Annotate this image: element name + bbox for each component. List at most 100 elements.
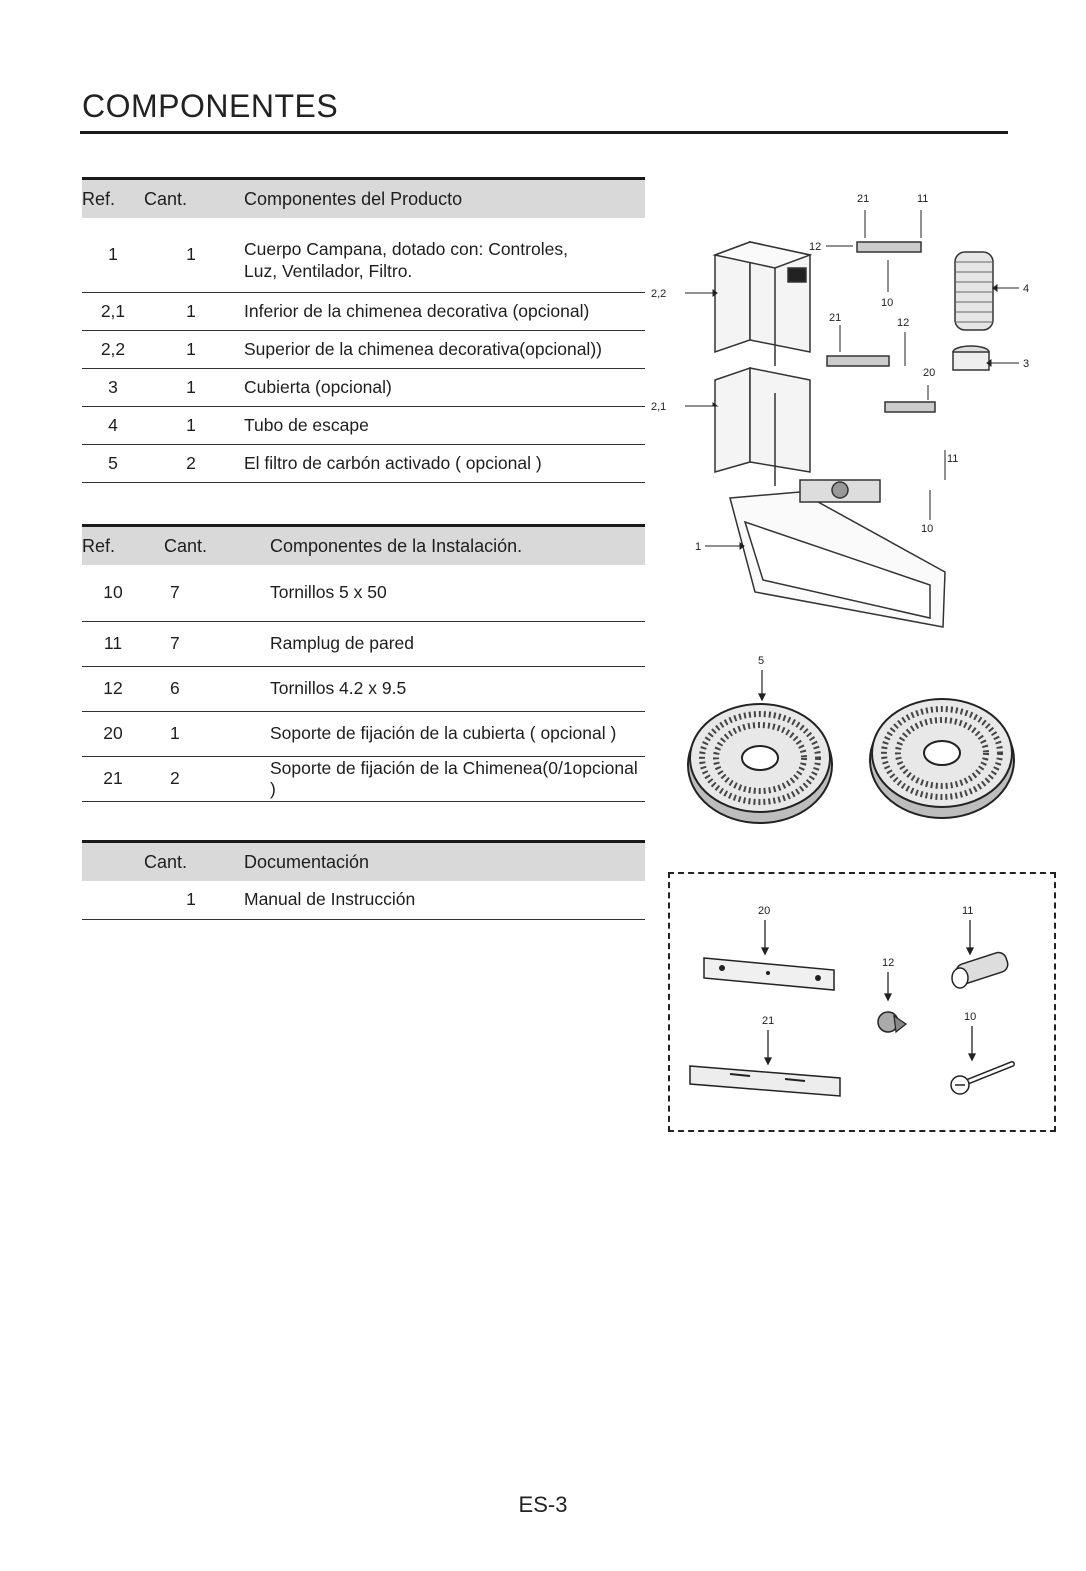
table-header: Cant. Documentación [82, 841, 645, 881]
cell-qty: 1 [170, 723, 180, 743]
table-row: 10 7 Tornillos 5 x 50 [82, 565, 645, 621]
table-row: 20 1 Soporte de fijación de la cubierta … [82, 711, 645, 756]
exploded-diagram: 21 11 12 10 4 21 12 20 3 2,2 2,1 11 10 1 [645, 180, 1065, 650]
product-components-table: Ref. Cant. Componentes del Producto 1 1 … [82, 177, 645, 483]
label-3: 3 [1023, 358, 1029, 370]
cell-desc: Ramplug de pared [270, 633, 414, 653]
cell-desc: Tornillos 5 x 50 [270, 582, 387, 603]
cell-qty: 7 [170, 633, 180, 653]
carbon-filter-right-icon [869, 698, 1015, 819]
motor-fan-icon [831, 481, 849, 499]
cell-desc: Cuerpo Campana, dotado con: Controles, L… [238, 218, 645, 292]
installation-kit-svg: 20 11 12 21 10 [689, 905, 1015, 1097]
header-qty: Cant. [144, 178, 238, 218]
title-rule [80, 131, 1008, 134]
label-5: 5 [758, 655, 764, 667]
hood-glass-panel [743, 520, 931, 619]
cell-desc-line2: Luz, Ventilador, Filtro. [244, 260, 413, 281]
kit-bracket-20-icon [703, 957, 835, 991]
cell-desc: Soporte de fijación de la Chimenea(0/1op… [270, 757, 638, 799]
bracket-21-top-icon [856, 241, 922, 253]
cell-ref: 3 [108, 376, 118, 397]
upper-chimney-vent-icon [787, 267, 807, 283]
table-row: 4 1 Tubo de escape [82, 406, 645, 444]
exploded-diagram-svg: 21 11 12 10 4 21 12 20 3 2,2 2,1 11 10 1 [651, 193, 1029, 628]
label-20: 20 [923, 367, 935, 379]
upper-chimney-top [712, 241, 813, 269]
table-row: 3 1 Cubierta (opcional) [82, 368, 645, 406]
cell-qty: 1 [186, 300, 196, 321]
lower-chimney-right-face [749, 367, 811, 473]
label-11b: 11 [947, 453, 958, 465]
cell-ref [82, 881, 144, 919]
table-row: 1 1 Cuerpo Campana, dotado con: Controle… [82, 218, 645, 292]
label-2-2: 2,2 [651, 288, 666, 300]
table-row: 12 6 Tornillos 4.2 x 9.5 [82, 666, 645, 711]
kit-wall-plug-11-icon [951, 951, 1009, 989]
cell-ref: 2,2 [100, 338, 126, 359]
cell-desc-line1: Cuerpo Campana, dotado con: Controles, [244, 238, 568, 259]
cell-ref: 2,1 [100, 300, 126, 321]
label-2-1: 2,1 [651, 401, 666, 413]
header-qty: Cant. [144, 525, 264, 565]
label-10a: 10 [881, 297, 893, 309]
header-desc: Componentes de la Instalación. [264, 525, 645, 565]
cell-desc: Superior de la chimenea decorativa(opcio… [244, 338, 602, 359]
cell-desc: Cubierta (opcional) [244, 376, 392, 397]
header-ref: Ref. [82, 178, 144, 218]
cell-ref: 1 [108, 244, 118, 265]
exhaust-duct-icon [954, 251, 994, 331]
kit-label-10: 10 [964, 1011, 976, 1023]
cell-ref: 5 [108, 452, 118, 473]
cell-desc: Soporte de fijación de la cubierta ( opc… [270, 723, 617, 743]
carbon-filters: 5 [680, 650, 1030, 840]
bracket-21-mid-icon [826, 355, 890, 367]
kit-screw-12-icon [877, 1011, 908, 1034]
table-row: 11 7 Ramplug de pared [82, 621, 645, 666]
table-row: 5 2 El filtro de carbón activado ( opcio… [82, 444, 645, 482]
table-row: 21 2 Soporte de fijación de la Chimenea(… [82, 756, 645, 801]
header-desc: Documentación [238, 841, 645, 881]
installation-kit-box: 20 11 12 21 10 [668, 872, 1056, 1132]
header-ref: Ref. [82, 525, 144, 565]
label-12b: 12 [897, 317, 909, 329]
cell-desc: Tubo de escape [244, 414, 369, 435]
cell-ref: 4 [108, 414, 118, 435]
cell-qty: 1 [186, 244, 196, 265]
cell-desc: Manual de Instrucción [244, 889, 416, 910]
kit-bracket-21-icon [689, 1065, 841, 1097]
cell-qty: 6 [170, 678, 180, 698]
cell-ref: 20 [103, 723, 123, 743]
label-21b: 21 [829, 312, 841, 324]
kit-label-12: 12 [882, 957, 894, 969]
header-ref [82, 841, 144, 881]
carbon-filters-svg: 5 [687, 655, 1015, 824]
kit-screw-10-icon [950, 1061, 1015, 1095]
cell-desc: Tornillos 4.2 x 9.5 [270, 678, 407, 698]
cell-ref: 10 [103, 582, 123, 603]
page-number: ES-3 [518, 1492, 568, 1517]
cell-qty: 1 [186, 338, 196, 359]
table-row: 1 Manual de Instrucción [82, 881, 645, 919]
cell-ref: 21 [103, 768, 123, 788]
label-1: 1 [695, 541, 701, 553]
page-title: COMPONENTES [82, 88, 339, 124]
cell-qty: 2 [186, 452, 196, 473]
label-12a: 12 [809, 241, 821, 253]
header-qty: Cant. [144, 841, 238, 881]
cell-desc: Inferior de la chimenea decorativa (opci… [244, 300, 590, 321]
kit-label-11: 11 [962, 905, 973, 917]
label-21a: 21 [857, 193, 869, 205]
bracket-20-icon [884, 401, 936, 413]
cell-qty: 1 [186, 414, 196, 435]
kit-label-21: 21 [762, 1015, 774, 1027]
cell-qty: 2 [170, 768, 180, 788]
cell-ref: 12 [103, 678, 123, 698]
kit-label-20: 20 [758, 905, 770, 917]
documentation-table: Cant. Documentación 1 Manual de Instrucc… [82, 840, 645, 920]
cover-body-icon [952, 351, 990, 371]
cell-desc: El filtro de carbón activado ( opcional … [244, 452, 542, 473]
cell-qty: 1 [186, 376, 196, 397]
cell-qty: 7 [170, 582, 180, 603]
cell-ref: 11 [103, 633, 123, 653]
